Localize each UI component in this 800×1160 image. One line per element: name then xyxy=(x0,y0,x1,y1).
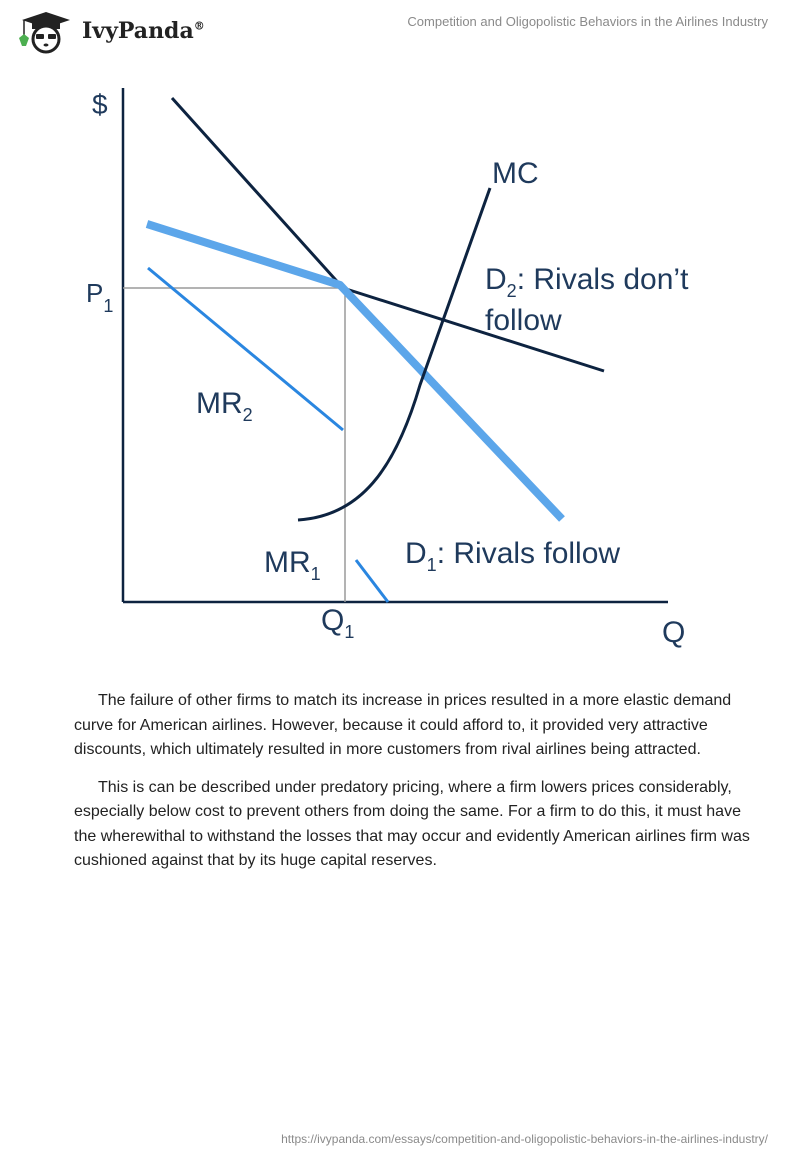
quantity-label-sub: 1 xyxy=(344,622,354,642)
logo-name: IvyPanda xyxy=(82,18,194,44)
mr1-label-sub: 1 xyxy=(311,564,321,584)
quantity-label: Q1 xyxy=(321,604,354,642)
d2-label: D2: Rivals don’t xyxy=(485,263,689,301)
mr2-label-sub: 2 xyxy=(243,405,253,425)
quantity-label-main: Q xyxy=(321,604,344,637)
d2-label-main: D xyxy=(485,263,507,296)
article-body: The failure of other firms to match its … xyxy=(74,689,754,887)
mr2-label-main: MR xyxy=(196,387,243,420)
registered-mark: ® xyxy=(193,19,205,33)
price-label-main: P xyxy=(86,278,103,308)
paragraph: This is can be described under predatory… xyxy=(74,778,750,870)
price-label-sub: 1 xyxy=(103,296,113,316)
y-axis-label: $ xyxy=(92,89,108,120)
d2-label-sub: 2 xyxy=(507,281,517,301)
d1-label-main: D xyxy=(405,537,427,570)
d2-label-line2: follow xyxy=(485,304,562,337)
kinked-demand-curve xyxy=(145,220,565,522)
paragraph: The failure of other firms to match its … xyxy=(74,692,732,758)
d1-label: D1: Rivals follow xyxy=(405,537,620,575)
d1-upper-line xyxy=(170,96,345,290)
mr1-label-main: MR xyxy=(264,546,311,579)
d2-lower-line xyxy=(342,286,605,373)
x-axis-label: Q xyxy=(662,616,685,649)
kinked-demand-diagram: $ P1 MC D2: Rivals don’t follow MR2 MR1 … xyxy=(86,88,689,649)
d1-label-rest: : Rivals follow xyxy=(437,537,621,570)
logo-text: IvyPanda® xyxy=(82,18,205,44)
d1-label-sub: 1 xyxy=(427,555,437,575)
mr2-line xyxy=(147,266,344,432)
mr1-label: MR1 xyxy=(264,546,321,584)
mr2-label: MR2 xyxy=(196,387,253,425)
mc-label: MC xyxy=(492,157,539,190)
document-title: Competition and Oligopolistic Behaviors … xyxy=(407,14,768,29)
mc-curve xyxy=(297,187,492,522)
mr1-line xyxy=(354,559,390,603)
d2-label-rest: : Rivals don’t xyxy=(517,263,689,296)
price-label: P1 xyxy=(86,278,113,316)
ivypanda-logo[interactable]: IvyPanda® xyxy=(14,8,205,54)
footer-url[interactable]: https://ivypanda.com/essays/competition-… xyxy=(281,1132,768,1146)
panda-graduate-icon xyxy=(19,12,70,54)
